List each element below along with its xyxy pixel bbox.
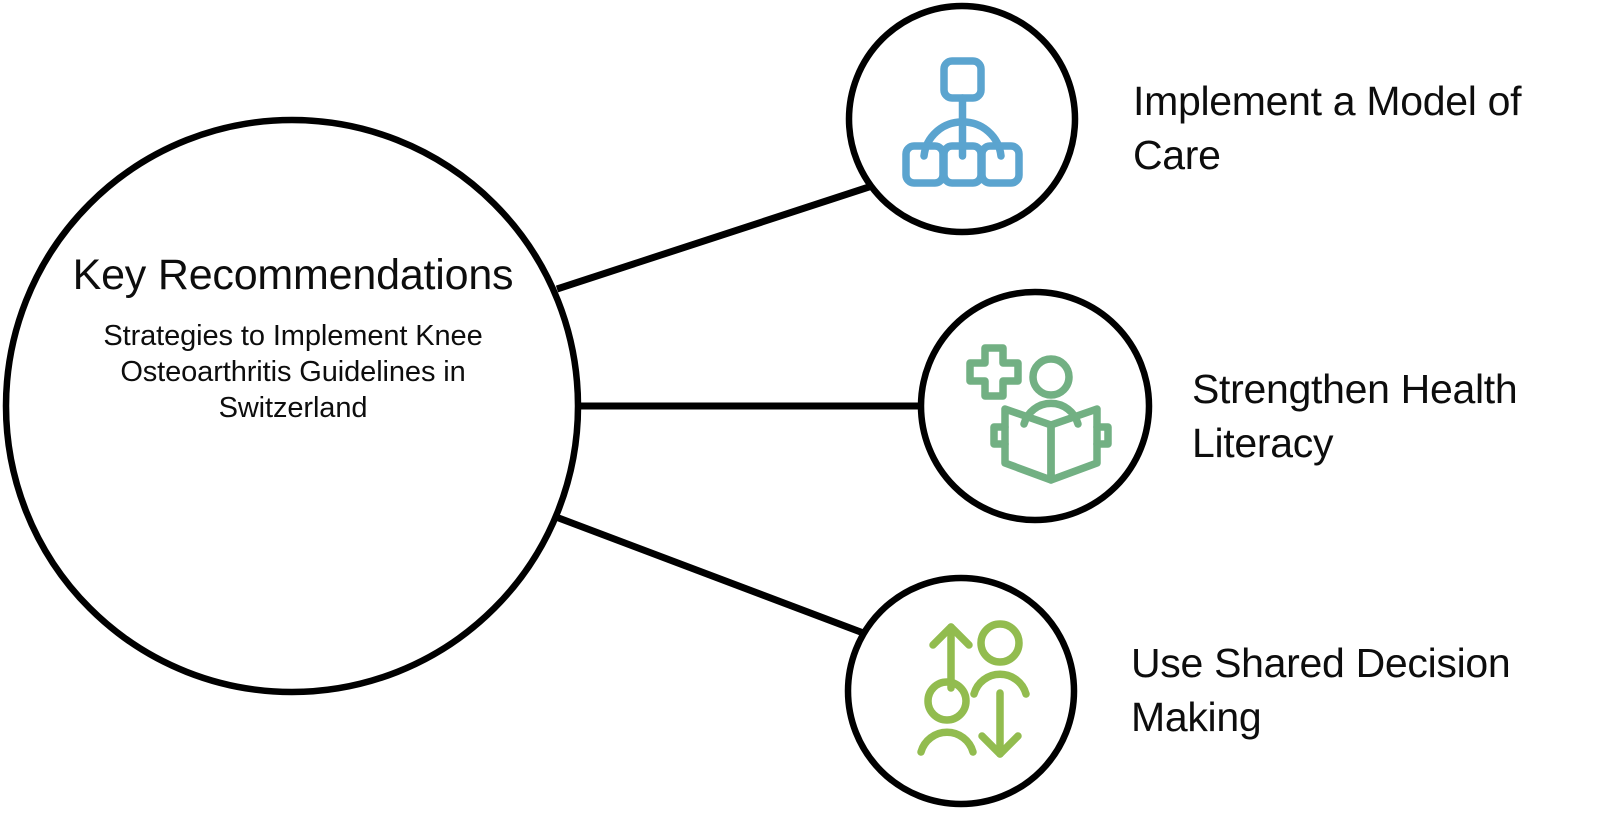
hub-circle[interactable] <box>2 116 582 696</box>
shared-decision-two-people-arrows-icon <box>917 620 1030 758</box>
hierarchy-org-chart-icon <box>902 57 1023 187</box>
branch-label-shared-decision: Use Shared Decision Making <box>1131 640 1511 740</box>
connector-lines <box>554 182 919 638</box>
health-literacy-person-reading-book-icon <box>966 344 1112 484</box>
branch-label-health-literacy: Strengthen Health Literacy <box>1192 366 1518 466</box>
connector-line-1 <box>555 182 874 293</box>
connector-line-3 <box>554 513 868 638</box>
branch-label-model-of-care: Implement a Model of Care <box>1133 78 1522 178</box>
